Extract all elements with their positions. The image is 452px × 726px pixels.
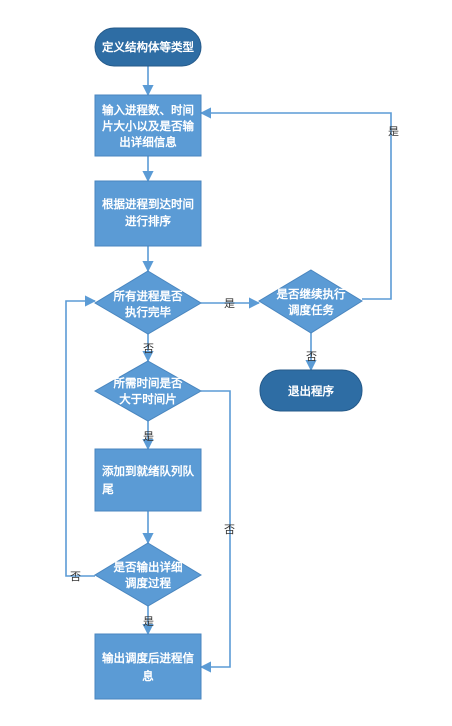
node-all-done-line-2: 执行完毕 [125,305,171,319]
node-all-done: 所有进程是否 执行完毕 [94,270,202,335]
decision-shape [94,542,202,607]
edges [65,66,392,673]
node-input-info-line-3: 出详细信息 [119,135,177,149]
label-detail-no: 否 [70,570,81,583]
node-continue-task: 是否继续执行 调度任务 [258,269,363,334]
edge-labels: 是 是 否 否 是 否 是 否 [70,125,399,628]
label-detail-yes: 是 [143,615,154,628]
node-input-info-line-1: 输入进程数、时间 [102,103,194,117]
node-continue-line-2: 调度任务 [288,303,334,317]
node-queue-line-1: 添加到就绪队列队 [102,464,194,478]
node-output-detail: 是否输出详细 调度过程 [94,542,202,607]
process-shape [94,448,202,512]
decision-shape [258,269,363,334]
edge-detail-no [65,295,97,577]
node-exit-program-text: 退出程序 [288,384,334,398]
node-output-line-2: 息 [142,669,154,683]
label-time-no: 否 [224,523,235,536]
node-time-greater: 所需时间是否 大于时间片 [93,360,203,422]
label-time-yes: 是 [143,430,154,443]
node-input-info-line-2: 片大小以及是否输 [102,119,194,133]
node-sort-by-arrival: 根据进程到达时间 进行排序 [94,180,202,247]
node-sort-line-2: 进行排序 [125,214,171,228]
label-alldone-no: 否 [143,342,154,355]
decision-shape [94,270,202,335]
node-add-to-queue: 添加到就绪队列队 尾 [94,448,202,512]
label-alldone-yes: 是 [224,297,235,310]
node-queue-line-2: 尾 [101,482,114,496]
node-exit-program: 退出程序 [259,369,363,412]
node-continue-line-1: 是否继续执行 [276,287,346,301]
node-sort-line-1: 根据进程到达时间 [102,197,194,211]
node-input-info: 输入进程数、时间 片大小以及是否输 出详细信息 [94,94,202,157]
node-time-line-2: 大于时间片 [119,392,177,406]
label-continue-yes: 是 [388,125,399,138]
label-continue-no: 否 [306,350,317,363]
process-shape [94,633,202,700]
decision-shape [93,360,203,422]
edge-continue-yes-loop [199,107,392,300]
node-detail-line-1: 是否输出详细 [113,560,183,574]
process-shape [94,180,202,247]
process-shape [94,94,202,157]
node-output-line-1: 输出调度后进程信 [102,651,194,665]
node-define-struct-text: 定义结构体等类型 [102,40,194,54]
edge-time-no [199,390,231,673]
node-time-line-1: 所需时间是否 [114,376,183,390]
node-define-struct: 定义结构体等类型 [94,27,202,67]
node-all-done-line-1: 所有进程是否 [114,289,183,303]
node-output-result: 输出调度后进程信 息 [94,633,202,700]
terminal-shape [94,27,202,67]
terminal-shape [259,369,363,412]
node-detail-line-2: 调度过程 [125,576,171,590]
